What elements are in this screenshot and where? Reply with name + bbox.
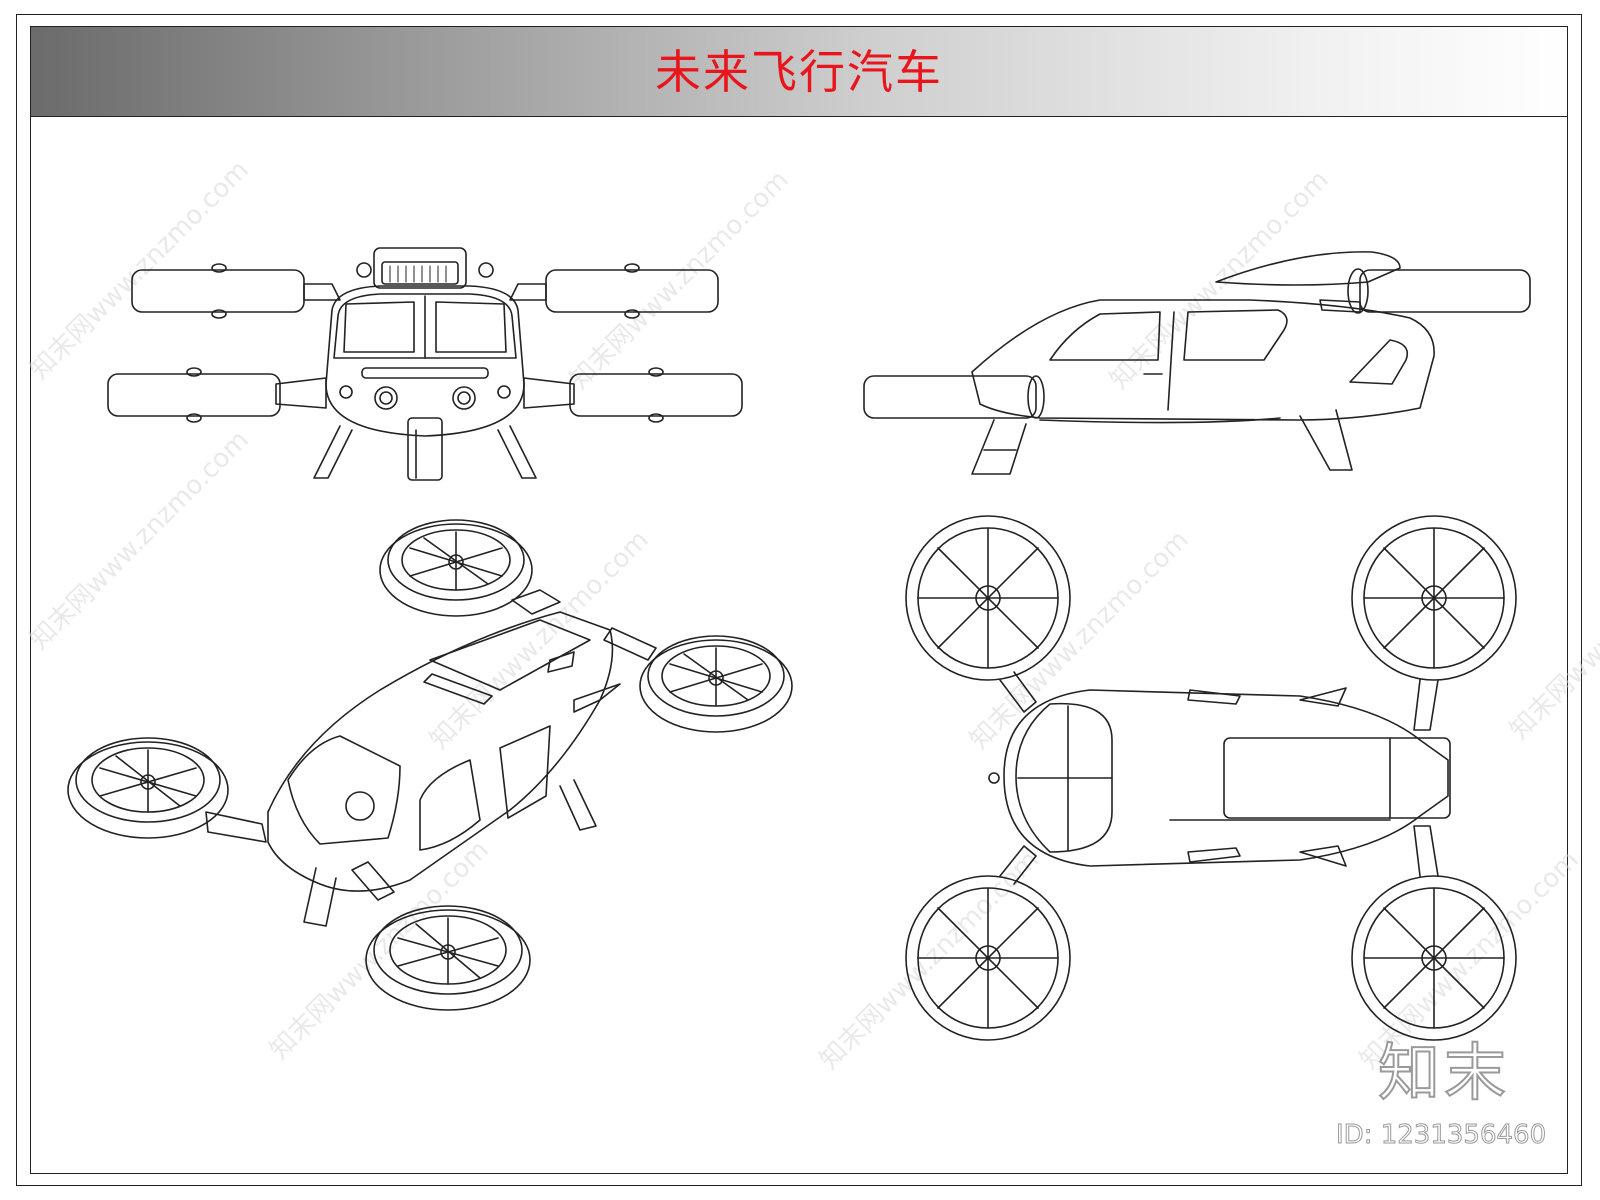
rotor-disc	[905, 875, 1071, 1041]
rotor-disc	[1351, 875, 1517, 1041]
rotor-disc	[905, 515, 1071, 681]
top-view	[905, 515, 1517, 1041]
brand-logo: 知末	[1377, 1036, 1511, 1109]
rotor-ring	[379, 519, 533, 617]
id-label: ID: 1231356460	[1335, 1120, 1547, 1150]
drawing-frame-inner	[30, 26, 1568, 1174]
rotor-ring	[639, 635, 793, 733]
drawing-frame-outer	[16, 14, 1582, 1186]
rotor-ring	[365, 905, 531, 1011]
title-bar: 未来飞行汽车	[31, 27, 1567, 117]
rotor-disc	[1351, 515, 1517, 681]
front-view	[107, 247, 743, 481]
page-title: 未来飞行汽车	[655, 45, 943, 99]
rotor-ring	[67, 737, 229, 839]
isometric-view	[67, 519, 793, 1011]
side-view	[863, 251, 1531, 475]
